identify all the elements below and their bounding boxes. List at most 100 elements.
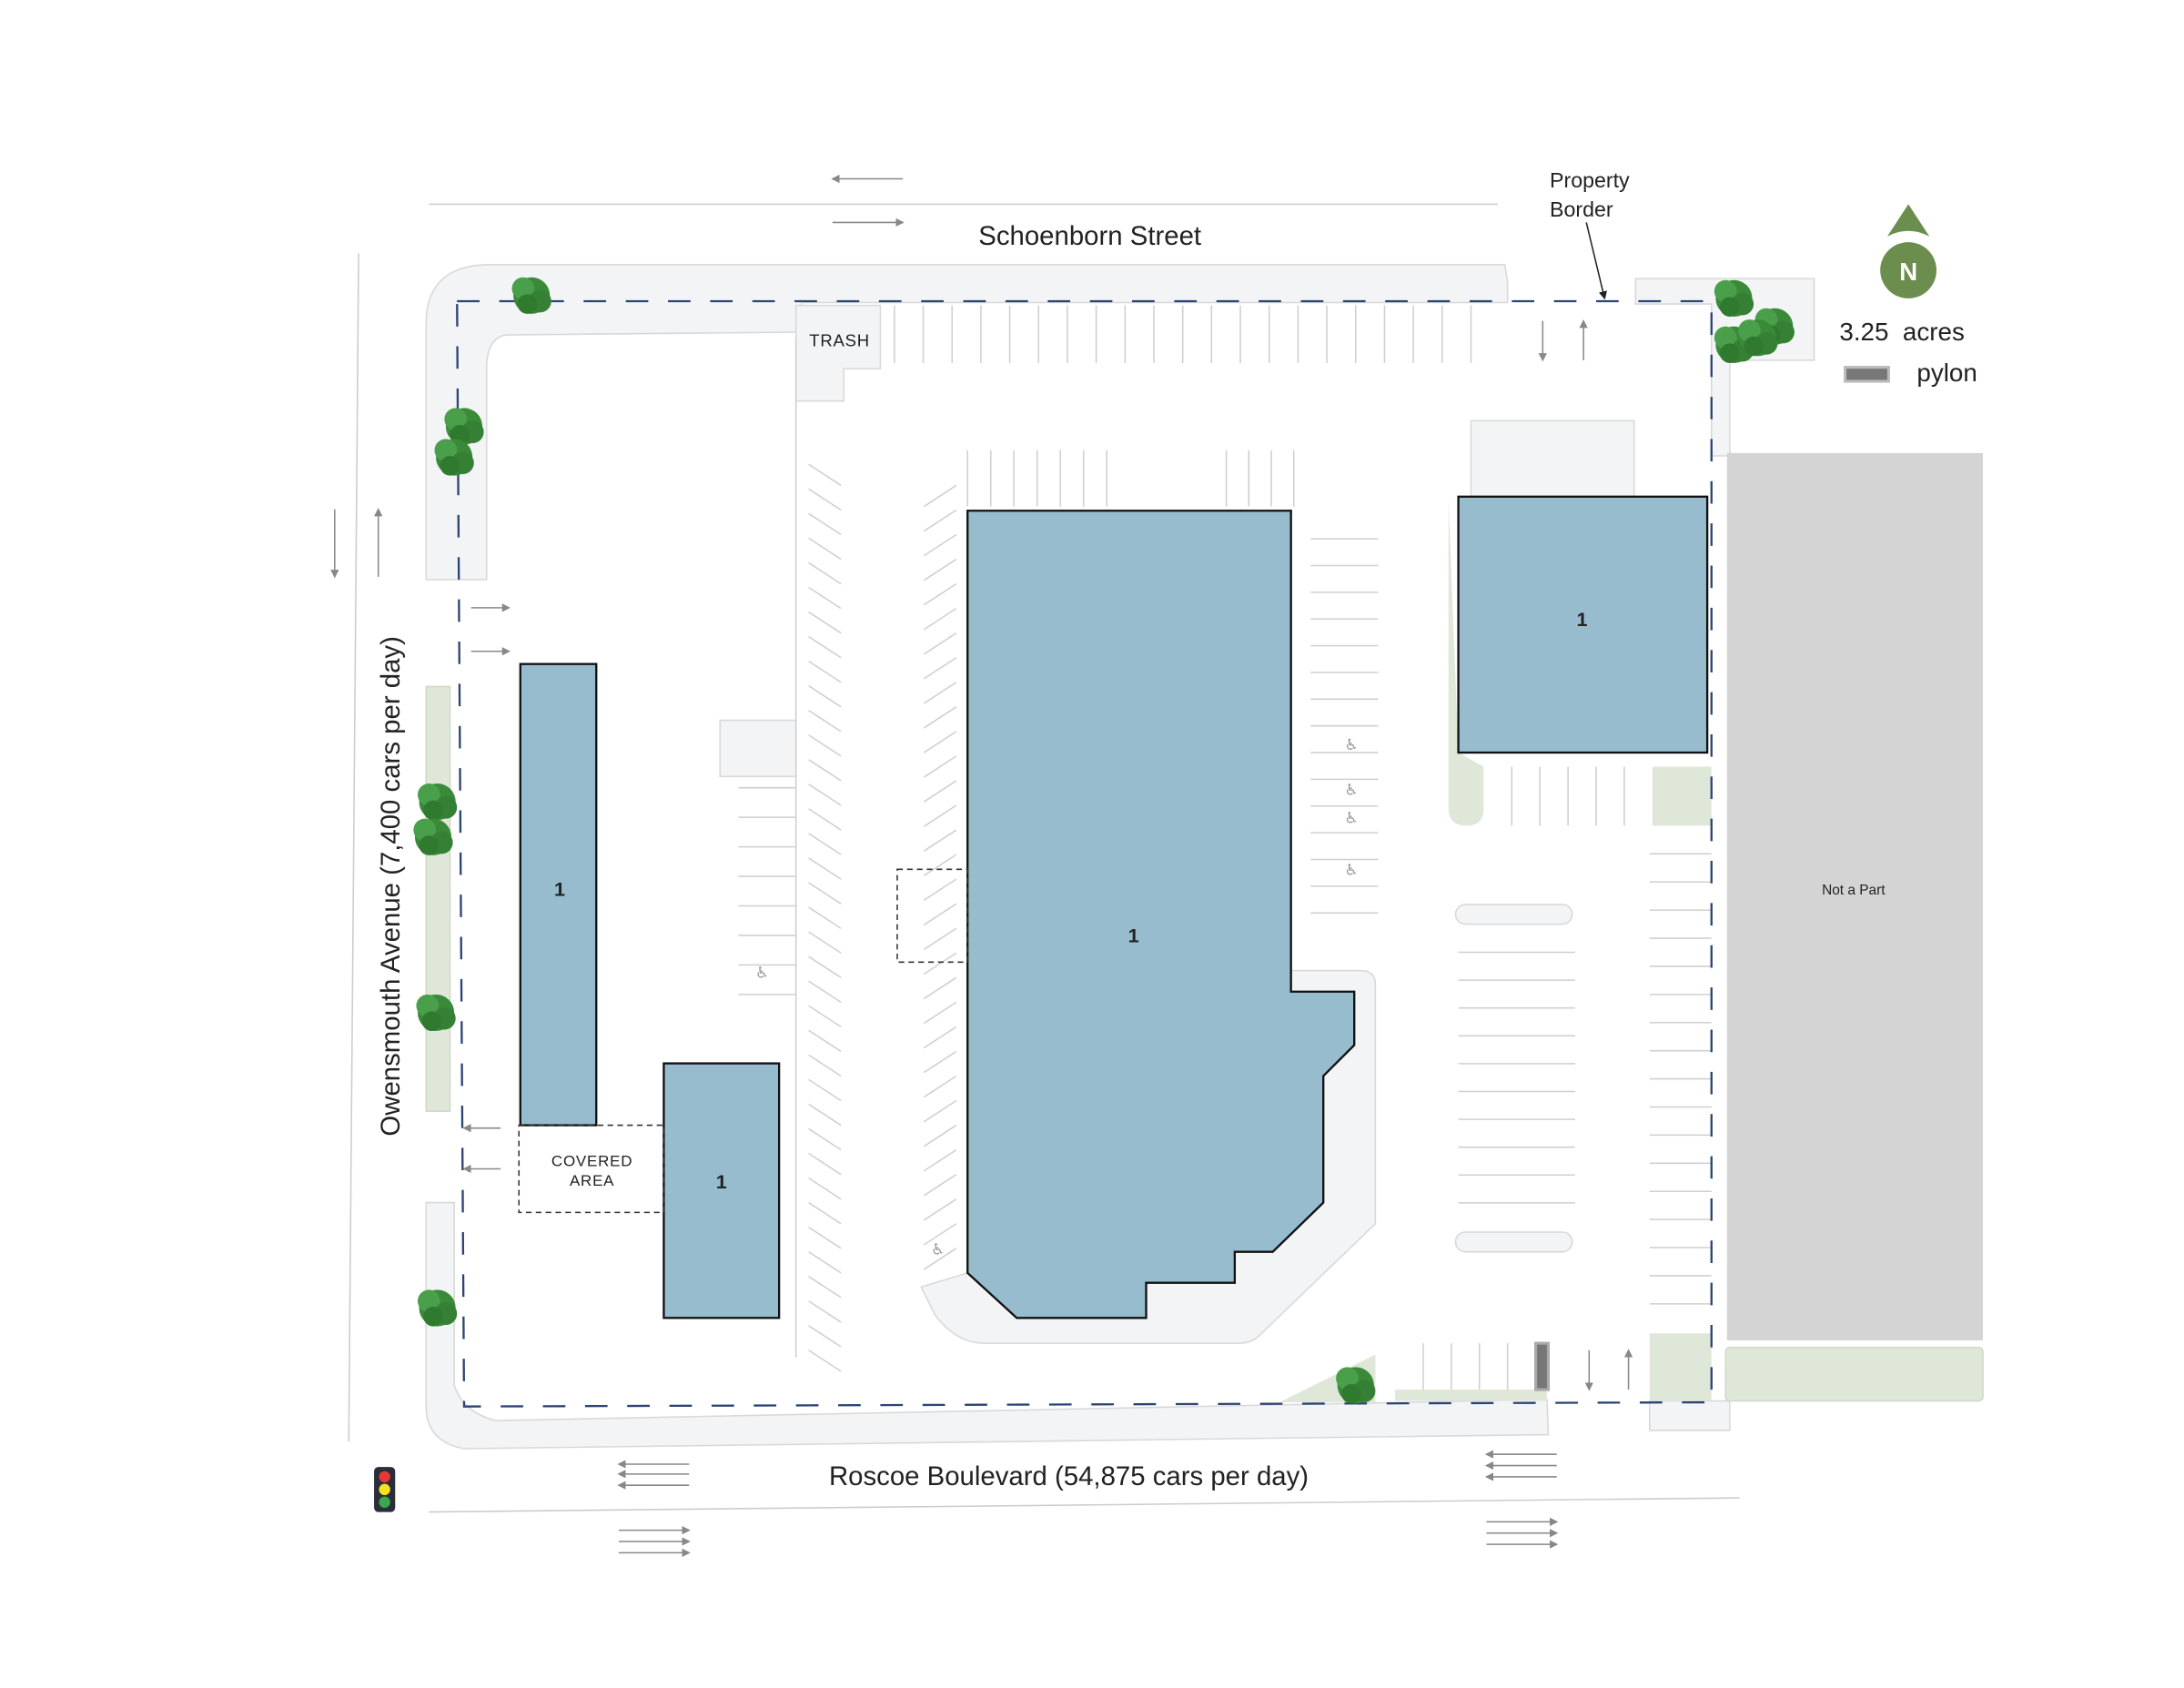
svg-text:♿: ♿ [931, 1241, 945, 1258]
property-border [456, 299, 1713, 1408]
north-badge-icon [1880, 242, 1937, 298]
landscape-island-2 [1652, 766, 1712, 826]
parking-stripe [923, 533, 957, 557]
parking-stripe [923, 1198, 957, 1221]
parking-stripe [808, 931, 842, 954]
parking-stripe [923, 976, 957, 1000]
parking-stripe [808, 586, 842, 610]
parking-stripe [808, 906, 842, 929]
parking-stripe [923, 731, 957, 753]
property-border-pointer [1585, 222, 1607, 300]
parking-stripe [923, 1075, 957, 1098]
building-west-strip[interactable] [519, 662, 598, 1127]
parking-stripe [923, 509, 957, 532]
parking-stripe [923, 1223, 957, 1246]
not-a-part-label: Not a Part [1822, 883, 1886, 898]
building-south-pad-label: 1 [716, 1170, 727, 1193]
parking-stripe [808, 833, 842, 855]
svg-text:♿: ♿ [1344, 809, 1358, 826]
parking-stripe [923, 854, 957, 876]
parking-stripe [808, 955, 842, 978]
building-west-strip-label: 1 [554, 878, 565, 901]
parking-stripe [808, 1251, 842, 1274]
parking-stripe [808, 537, 842, 561]
covered-area [518, 1124, 665, 1214]
parking-stripe [923, 484, 957, 508]
north-label: N [1899, 258, 1917, 286]
parking-stripe [808, 734, 842, 757]
parking-stripe [923, 903, 957, 926]
landscape-island-3 [1649, 1333, 1712, 1401]
pylon-legend-label: pylon [1916, 359, 1977, 387]
parking-stripe [808, 611, 842, 634]
landscape-south-strip [1395, 1390, 1547, 1401]
parking-stripe [808, 1349, 842, 1372]
landscape-strip-southeast [1724, 1346, 1984, 1402]
parking-stripe [808, 808, 842, 831]
svg-text:♿: ♿ [1344, 861, 1358, 878]
parking-stripe [923, 607, 957, 631]
svg-text:♿: ♿ [755, 964, 769, 981]
traffic-light-icon [374, 1467, 396, 1512]
building-main-anchor[interactable] [966, 510, 1356, 1319]
parking-stripe [923, 1148, 957, 1172]
northeast-pad-back [1470, 419, 1635, 500]
parking-stripe [923, 952, 957, 975]
parking-stripe [808, 1029, 842, 1053]
parking-island [1454, 1231, 1573, 1253]
parking-stripe [923, 927, 957, 951]
parking-stripe [808, 1054, 842, 1077]
parking-stripe [808, 635, 842, 659]
parking-stripe [808, 1177, 842, 1200]
parking-stripe [808, 1226, 842, 1249]
parking-stripe [808, 463, 842, 487]
parking-stripe [923, 582, 957, 606]
parking-stripe [808, 1078, 842, 1102]
north-arrow-icon [1886, 204, 1930, 237]
parking-stripe [923, 682, 957, 704]
roscoe-road-edge [429, 1497, 1740, 1513]
parking-stripe [923, 804, 957, 827]
parking-stripe [808, 1300, 842, 1323]
pylon-sign [1534, 1341, 1551, 1391]
parking-stripe [923, 1248, 957, 1270]
not-a-part-parcel [1726, 452, 1984, 1341]
parking-stripe [808, 1325, 842, 1348]
trash-enclosure [794, 304, 882, 402]
cart-corral [719, 719, 797, 778]
parking-stripe [923, 755, 957, 778]
property-border-label-1: Property [1550, 168, 1630, 192]
parking-island [1454, 904, 1573, 925]
parking-stripe [923, 1026, 957, 1049]
building-northeast-pad[interactable] [1457, 495, 1709, 754]
parking-stripe [808, 1005, 842, 1028]
parking-stripe [923, 829, 957, 852]
traffic-arrows [330, 174, 1633, 1558]
parking-stripe [923, 1001, 957, 1025]
parking-stripe [808, 1103, 842, 1127]
parking-stripe [808, 1201, 842, 1225]
covered-area-label-2: AREA [570, 1172, 614, 1189]
parking-stripe [923, 706, 957, 729]
parking-stripe [923, 1050, 957, 1074]
parking-stripe [923, 1124, 957, 1147]
parking-stripe [808, 882, 842, 905]
sidewalk-southeast [1648, 1400, 1731, 1431]
building-south-pad[interactable] [662, 1062, 781, 1319]
landscape-strip-west [425, 685, 451, 1112]
svg-text:♿: ♿ [1344, 781, 1358, 798]
parking-stripe [923, 657, 957, 680]
parking-stalls [738, 305, 1712, 1390]
parking-stripe [808, 857, 842, 880]
parking-stripe [923, 780, 957, 803]
building-northeast-pad-label: 1 [1577, 608, 1588, 631]
parking-stripe [808, 759, 842, 782]
street-name-owensmouth: Owensmouth Avenue (7,400 cars per day) [376, 636, 406, 1136]
pylon-legend-icon [1844, 366, 1891, 383]
parking-stripe [808, 684, 842, 708]
street-name-roscoe: Roscoe Boulevard (54,875 cars per day) [829, 1461, 1309, 1491]
owensmouth-road-edge [348, 253, 359, 1442]
accessible-parking-icons: ♿ ♿ ♿ ♿ ♿ ♿ [755, 736, 1359, 1258]
dashed-loading-zone [896, 868, 969, 964]
